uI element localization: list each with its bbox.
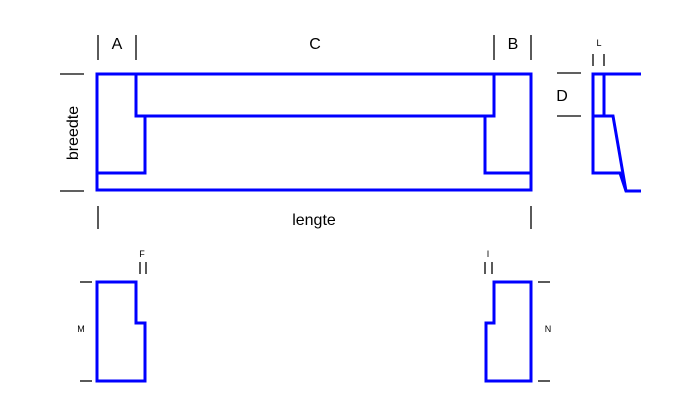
label-a: A [112, 36, 123, 53]
main-view: A C B breedte lengte [60, 35, 533, 229]
main-right-block [483, 74, 531, 175]
side-inner-profile [602, 74, 628, 192]
side-view: L D [556, 38, 641, 193]
side-outline [591, 72, 641, 193]
label-l: L [596, 38, 601, 48]
label-b: B [508, 36, 519, 53]
main-outer-frame [95, 72, 533, 192]
label-d: D [556, 88, 568, 105]
detail-right: I N [484, 249, 552, 383]
main-left-block [97, 74, 147, 175]
label-i: I [487, 249, 490, 259]
label-f: F [139, 249, 145, 259]
detail-left: F M [77, 249, 147, 383]
label-c: C [309, 36, 321, 53]
label-breedte: breedte [65, 106, 82, 160]
label-lengte: lengte [292, 212, 336, 229]
detail-right-outline [484, 280, 533, 383]
detail-left-outline [95, 280, 147, 383]
label-m: M [77, 324, 85, 334]
label-n: N [545, 324, 552, 334]
main-center-panel [134, 74, 496, 118]
